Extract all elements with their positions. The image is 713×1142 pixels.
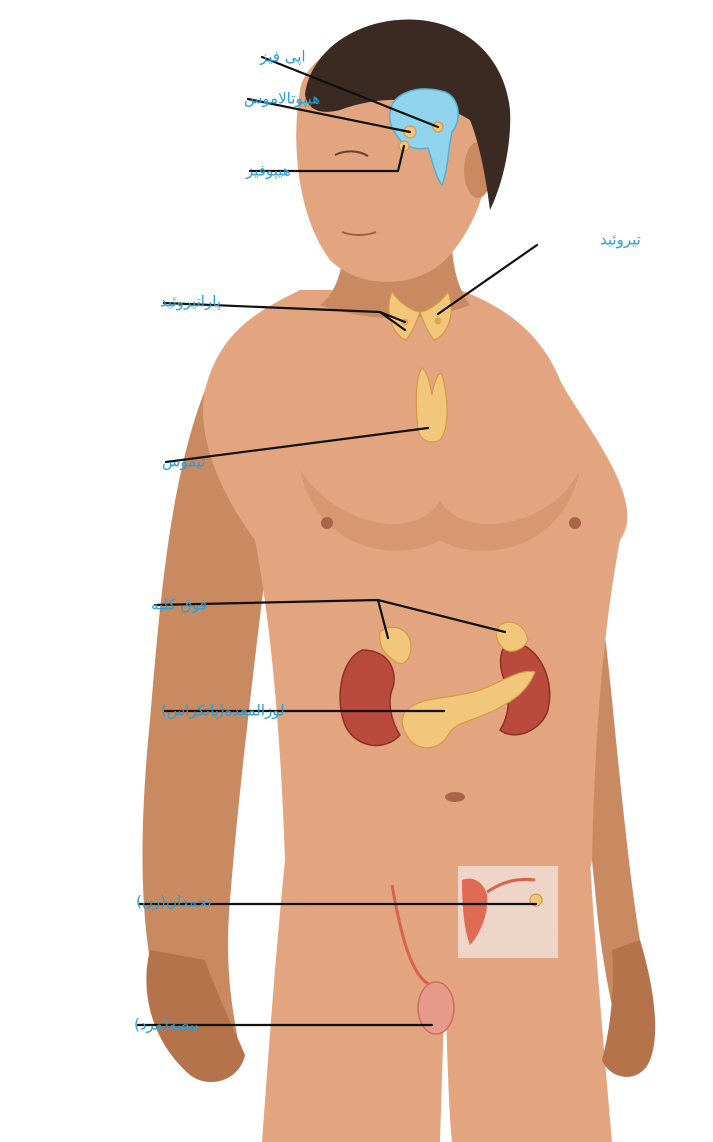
label-ovary: تخمدان(زن)	[136, 893, 212, 911]
label-parathyroid: پاراتیروئید	[160, 293, 221, 312]
label-thymus: تیموس	[162, 453, 205, 471]
label-pituitary: هیپوفیز	[245, 162, 291, 181]
label-adrenal: فوق کلیه	[151, 596, 207, 614]
testis-gland	[418, 982, 454, 1034]
label-pancreas: لوزالمعده(پانکراس)	[161, 702, 285, 721]
label-hypothalamus: هیپوتالاموس	[244, 90, 320, 109]
label-thyroid: تیروئید	[600, 231, 641, 249]
label-pineal: اپی فیز	[259, 48, 306, 67]
human-body-illustration	[143, 20, 656, 1142]
label-testis: بیضه(مرد)	[134, 1016, 198, 1034]
ovary-inset	[458, 866, 558, 958]
